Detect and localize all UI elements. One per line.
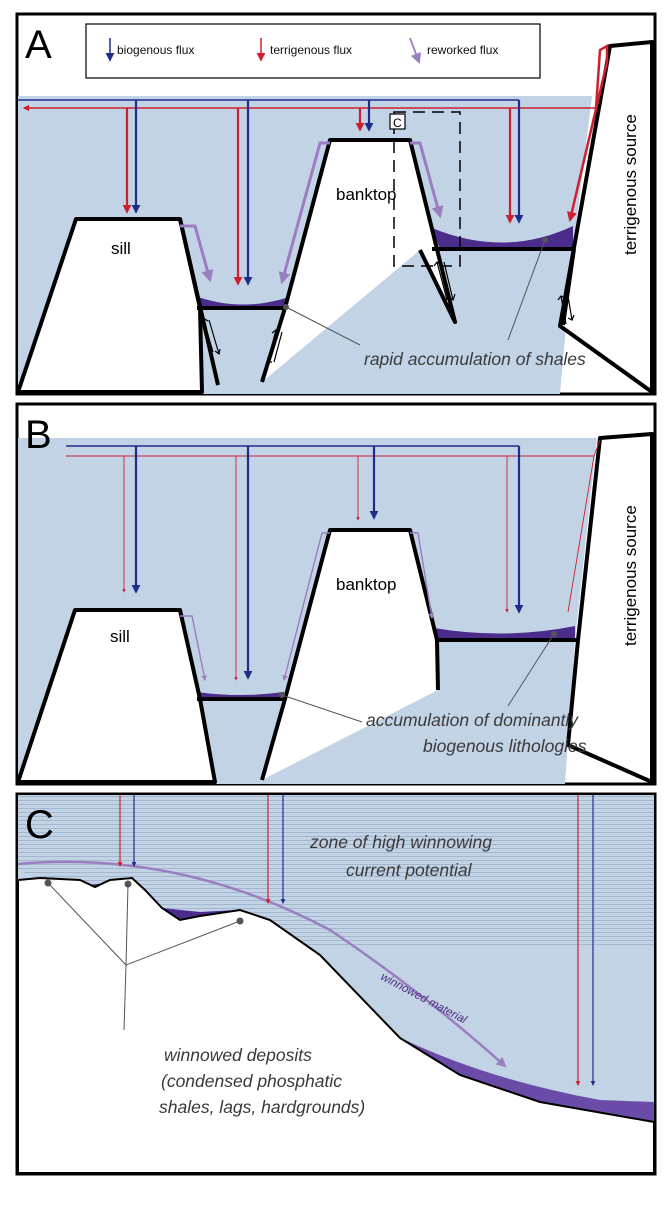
panel-b: B sill banktop terrigenous source accumu… — [15, 402, 657, 786]
panel-a-leader-line-left — [285, 306, 361, 346]
panel-c-deposits-line2: (condensed phosphatic — [161, 1071, 342, 1091]
panel-a-banktop-label: banktop — [336, 185, 397, 204]
panel-a: biogenous flux terrigenous flux reworked… — [15, 12, 657, 396]
panel-b-terrigenous-source-line — [567, 439, 601, 613]
panel-c: C zone of high winnowing current potenti… — [15, 792, 657, 1176]
panel-b-leader-line-left — [281, 694, 363, 723]
panel-b-banktop-block — [260, 528, 440, 781]
panel-a-terrigenous-source-arrow — [566, 43, 609, 222]
panel-b-source-label: terrigenous source — [621, 505, 640, 646]
panel-a-inset-label: C — [393, 116, 402, 130]
panel-a-reworked-arrow-sill — [180, 224, 214, 283]
panel-b-banktop-label: banktop — [336, 575, 397, 594]
panel-a-source-block — [558, 40, 654, 394]
panel-a-reworked-arrow-bank-right — [410, 141, 444, 219]
panel-a-sill-label: sill — [111, 239, 131, 258]
legend-box — [85, 23, 541, 79]
panel-b-sill-block — [16, 608, 217, 784]
panel-b-reworked-arrow-sill — [180, 615, 207, 682]
panel-a-shale-basin-left — [195, 296, 286, 308]
panel-a-note: rapid accumulation of shales — [364, 349, 586, 369]
panel-a-inset-label-box — [389, 113, 406, 130]
panel-b-reworked-arrow-bank-left — [282, 532, 330, 682]
panel-b-sill-label: sill — [110, 627, 130, 646]
panel-a-leader-line-right — [507, 239, 546, 341]
panel-b-shale-basin-right — [434, 626, 575, 640]
panel-a-shale-basin-right — [432, 226, 573, 249]
panel-a-source-label: terrigenous source — [621, 114, 640, 255]
legend-reworked-arrow-icon — [409, 37, 422, 65]
panel-c-winnowed-material-arrow — [17, 860, 507, 1068]
panel-b-leader-line-right — [507, 633, 555, 707]
legend-reworked-label: reworked flux — [427, 43, 498, 57]
legend-biogenous-label: biogenous flux — [117, 43, 194, 57]
legend: biogenous flux terrigenous flux reworked… — [85, 23, 541, 79]
panel-c-deposits-line1: winnowed deposits — [164, 1045, 312, 1065]
panel-b-reworked-arrow-bank-right — [410, 532, 435, 620]
panel-a-reworked-arrow-bank-left — [278, 141, 330, 285]
panel-c-deposit-leaders — [44, 879, 244, 1031]
panel-c-seafloor — [17, 876, 655, 1174]
panel-a-fault-arrows — [200, 261, 575, 363]
panel-c-zone-line1: zone of high winnowing — [309, 832, 492, 852]
legend-terrigenous-label: terrigenous flux — [270, 43, 352, 57]
panel-b-note-line1: accumulation of dominantly — [366, 710, 579, 730]
panel-c-deposits-line3: shales, lags, hardgrounds) — [159, 1097, 365, 1117]
panel-c-winnowing-zone — [18, 795, 654, 945]
panel-c-deposit-slope — [405, 1040, 654, 1122]
panel-a-inset-frame — [393, 111, 461, 267]
panel-b-source-block — [566, 432, 654, 784]
panel-c-deposit-pocket-2 — [162, 908, 236, 922]
panel-c-zone-line2: current potential — [346, 860, 473, 880]
panel-a-letter: A — [25, 23, 52, 67]
panel-a-banktop-block — [260, 138, 457, 383]
panel-a-source-fault — [561, 248, 576, 326]
panel-b-note-line2: biogenous lithologies — [423, 736, 587, 756]
panel-c-letter: C — [25, 803, 54, 847]
panel-a-sill-fault — [178, 218, 220, 386]
panel-b-letter: B — [25, 413, 52, 457]
